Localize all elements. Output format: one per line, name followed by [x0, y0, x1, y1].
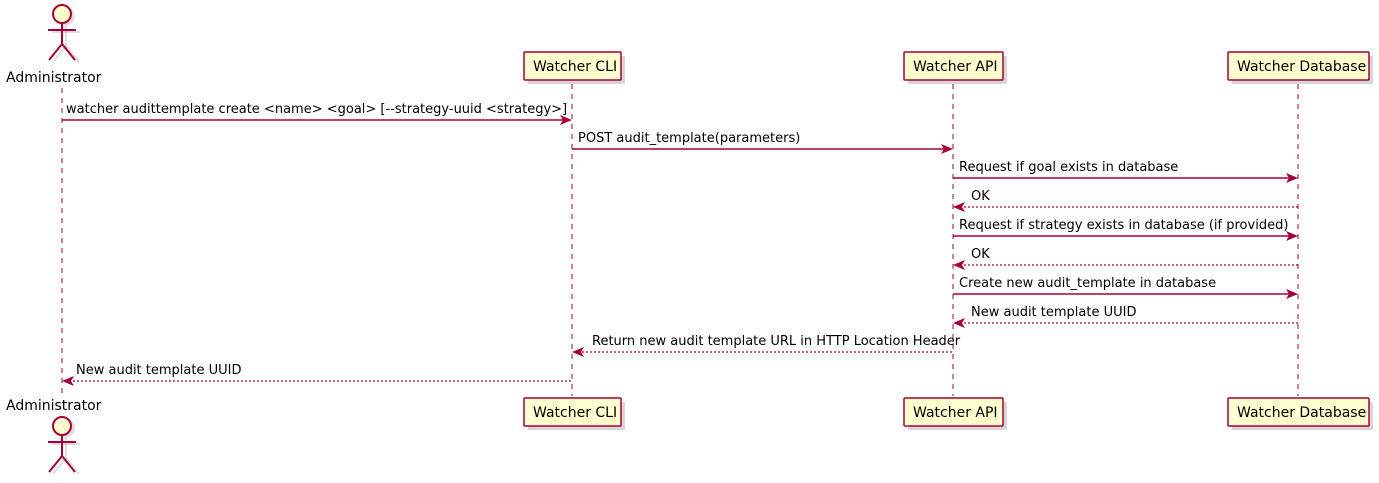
message-4-label: OK	[971, 189, 990, 204]
participant-box-watcher-api-top[interactable]	[903, 51, 1004, 81]
message-3[interactable]: Request if goal exists in database	[953, 160, 1298, 183]
message-9-label: Return new audit template URL in HTTP Lo…	[592, 334, 961, 349]
message-6-arrowhead	[953, 260, 965, 270]
participant-box-watcher-database-top[interactable]	[1227, 51, 1370, 81]
participant-watcher-cli-bottom[interactable]: Watcher CLI	[523, 397, 625, 430]
message-8-label: New audit template UUID	[971, 305, 1136, 320]
participant-label-watcher-cli-bottom: Watcher CLI	[533, 405, 617, 421]
message-7-arrowhead	[1286, 289, 1298, 299]
message-3-label: Request if goal exists in database	[959, 160, 1178, 175]
message-1-arrowhead	[560, 115, 572, 125]
message-8[interactable]: New audit template UUID	[953, 305, 1298, 328]
participant-label-watcher-api-top: Watcher API	[913, 59, 998, 75]
message-10-arrowhead	[62, 376, 74, 386]
participant-box-watcher-cli-bottom[interactable]	[523, 397, 622, 427]
actor-head-icon-bottom	[52, 416, 72, 436]
message-10[interactable]: New audit template UUID	[62, 363, 571, 386]
message-3-arrowhead	[1286, 173, 1298, 183]
participant-box-watcher-api-bottom[interactable]	[903, 397, 1004, 427]
message-2-label: POST audit_template(parameters)	[578, 131, 800, 146]
participant-watcher-database-bottom[interactable]: Watcher Database	[1227, 397, 1373, 430]
message-7-label: Create new audit_template in database	[959, 276, 1216, 291]
participant-watcher-api-bottom[interactable]: Watcher API	[903, 397, 1007, 430]
message-6[interactable]: OK	[953, 247, 1298, 270]
actor-leg-right-icon	[61, 43, 76, 61]
participant-label-watcher-cli-top: Watcher CLI	[533, 59, 617, 75]
actor-label-administrator-bottom: Administrator	[6, 398, 102, 414]
message-10-label: New audit template UUID	[76, 363, 241, 378]
participant-watcher-api-top[interactable]: Watcher API	[903, 51, 1007, 84]
message-9[interactable]: Return new audit template URL in HTTP Lo…	[572, 334, 961, 357]
actor-administrator-top[interactable]: Administrator	[6, 4, 102, 86]
message-5[interactable]: Request if strategy exists in database (…	[953, 218, 1298, 241]
participant-box-watcher-database-bottom[interactable]	[1227, 397, 1370, 427]
participant-watcher-cli-top[interactable]: Watcher CLI	[523, 51, 625, 84]
message-9-arrowhead	[572, 347, 584, 357]
actor-head-icon	[52, 4, 72, 24]
actor-leg-left-icon	[48, 43, 63, 61]
participant-box-watcher-cli-top[interactable]	[523, 51, 622, 81]
participant-label-watcher-database-top: Watcher Database	[1237, 59, 1366, 75]
message-5-label: Request if strategy exists in database (…	[959, 218, 1288, 233]
message-6-label: OK	[971, 247, 990, 262]
actor-leg-right-icon-bottom	[61, 455, 76, 473]
actor-leg-left-icon-bottom	[48, 455, 63, 473]
actor-label-administrator-top: Administrator	[6, 70, 102, 86]
participant-watcher-database-top[interactable]: Watcher Database	[1227, 51, 1373, 84]
participant-label-watcher-api-bottom: Watcher API	[913, 405, 998, 421]
message-2-arrowhead	[941, 144, 953, 154]
message-8-arrowhead	[953, 318, 965, 328]
message-5-arrowhead	[1286, 231, 1298, 241]
message-4[interactable]: OK	[953, 189, 1298, 212]
lifelines	[61, 84, 1299, 396]
participant-label-watcher-database-bottom: Watcher Database	[1237, 405, 1366, 421]
message-7[interactable]: Create new audit_template in database	[953, 276, 1298, 299]
message-2[interactable]: POST audit_template(parameters)	[572, 131, 953, 154]
message-1[interactable]: watcher audittemplate create <name> <goa…	[62, 102, 572, 125]
message-4-arrowhead	[953, 202, 965, 212]
actor-administrator-bottom[interactable]: Administrator	[6, 398, 102, 475]
message-1-label: watcher audittemplate create <name> <goa…	[66, 102, 567, 117]
